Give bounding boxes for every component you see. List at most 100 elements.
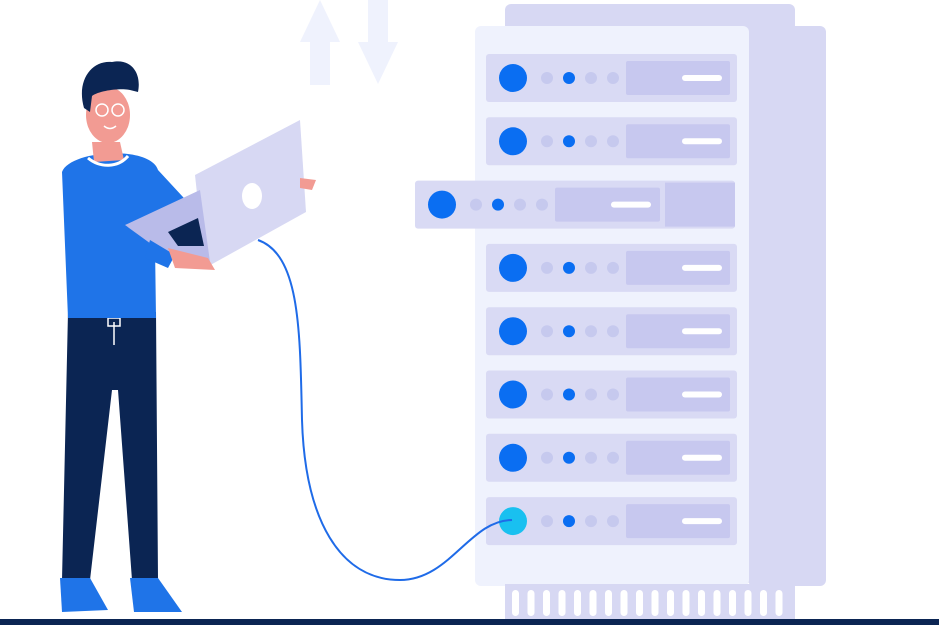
- unit-slot: [682, 75, 722, 81]
- right-shoe: [130, 578, 182, 612]
- status-led-icon: [563, 261, 575, 274]
- status-led-icon: [514, 198, 526, 211]
- vent-slot: [651, 590, 659, 616]
- status-led-icon: [585, 451, 597, 464]
- rack-unit: [486, 370, 737, 419]
- rack-unit: [486, 433, 737, 482]
- status-led-icon: [607, 388, 619, 401]
- rack-side: [748, 26, 826, 586]
- arm: [145, 240, 175, 268]
- status-led-icon: [541, 451, 553, 464]
- status-led-icon: [563, 515, 575, 528]
- vent-slot: [605, 590, 612, 616]
- status-led-icon: [541, 325, 553, 338]
- vent-slot: [527, 590, 535, 616]
- status-led-icon: [607, 451, 619, 464]
- vent-slot: [698, 590, 705, 616]
- person: [60, 61, 316, 612]
- status-led-icon: [607, 72, 619, 84]
- hair: [81, 61, 139, 112]
- vent-slot: [744, 590, 752, 616]
- status-led-icon: [607, 135, 619, 148]
- status-led-icon: [607, 261, 619, 274]
- rack-unit: [486, 243, 737, 292]
- unit-panel: [626, 504, 730, 539]
- power-button-icon: [499, 443, 527, 472]
- upload-arrow-icon: [300, 0, 340, 85]
- vent-slot: [543, 590, 550, 616]
- unit-panel: [626, 314, 730, 349]
- status-led-icon: [563, 451, 575, 464]
- vent-slot: [620, 590, 628, 616]
- download-arrow-icon: [358, 0, 398, 84]
- power-button-icon: [499, 64, 527, 92]
- collar: [87, 154, 130, 167]
- status-led-icon: [470, 198, 482, 211]
- power-button-icon: [428, 190, 456, 219]
- power-button-icon: [499, 127, 527, 156]
- power-button-icon: [499, 253, 527, 282]
- hand: [168, 248, 215, 270]
- unit-panel: [626, 61, 730, 95]
- glasses-left: [95, 103, 109, 117]
- vent-slot: [512, 590, 519, 616]
- laptop-logo: [242, 183, 262, 209]
- floor-line: [0, 619, 939, 625]
- unit-slot: [682, 328, 722, 335]
- left-shoe: [60, 578, 108, 612]
- vent-slot: [775, 590, 783, 616]
- unit-panel: [626, 440, 730, 475]
- laptop-base: [125, 190, 210, 265]
- neck: [92, 142, 124, 162]
- unit-panel: [555, 187, 660, 222]
- vent-slot: [682, 590, 690, 616]
- power-button-icon: [499, 317, 527, 346]
- unit-slot: [682, 264, 722, 271]
- status-led-icon: [492, 198, 504, 211]
- vent-slot: [713, 590, 721, 616]
- head: [86, 87, 130, 143]
- status-led-icon: [541, 261, 553, 274]
- unit-panel: [626, 250, 730, 285]
- vent-slot: [558, 590, 566, 616]
- rack-unit: [486, 497, 737, 546]
- shirt: [62, 153, 195, 318]
- laptop-keyboard: [168, 218, 204, 246]
- network-cable: [257, 239, 513, 582]
- vent-slot: [636, 590, 643, 616]
- vent-slot: [729, 590, 736, 616]
- status-led-icon: [607, 515, 619, 528]
- vent-slot: [574, 590, 581, 616]
- unit-slot: [682, 138, 722, 145]
- status-led-icon: [563, 72, 575, 84]
- status-led-icon: [563, 135, 575, 148]
- power-button-icon: [499, 380, 527, 409]
- unit-drawer-side: [665, 182, 735, 227]
- status-led-icon: [585, 261, 597, 274]
- unit-panel: [626, 377, 730, 412]
- status-led-icon: [541, 135, 553, 148]
- status-led-icon: [585, 325, 597, 338]
- unit-slot: [611, 201, 651, 208]
- smile: [103, 125, 117, 130]
- status-led-icon: [585, 388, 597, 401]
- rack-unit: [486, 117, 737, 166]
- status-led-icon: [536, 198, 548, 211]
- status-led-icon: [585, 135, 597, 148]
- data-transfer-arrows: [300, 0, 398, 85]
- status-led-icon: [541, 515, 553, 528]
- rack-unit: [415, 180, 735, 229]
- active-port-icon: [499, 507, 527, 536]
- status-led-icon: [607, 325, 619, 338]
- unit-slot: [682, 454, 722, 461]
- unit-panel: [626, 124, 730, 159]
- unit-slot: [682, 518, 722, 525]
- rack-unit: [486, 307, 737, 356]
- status-led-icon: [563, 325, 575, 338]
- vent-slot: [589, 590, 597, 616]
- status-led-icon: [541, 72, 553, 84]
- status-led-icon: [585, 515, 597, 528]
- vent-slot: [667, 590, 674, 616]
- rack-vents: [512, 590, 783, 616]
